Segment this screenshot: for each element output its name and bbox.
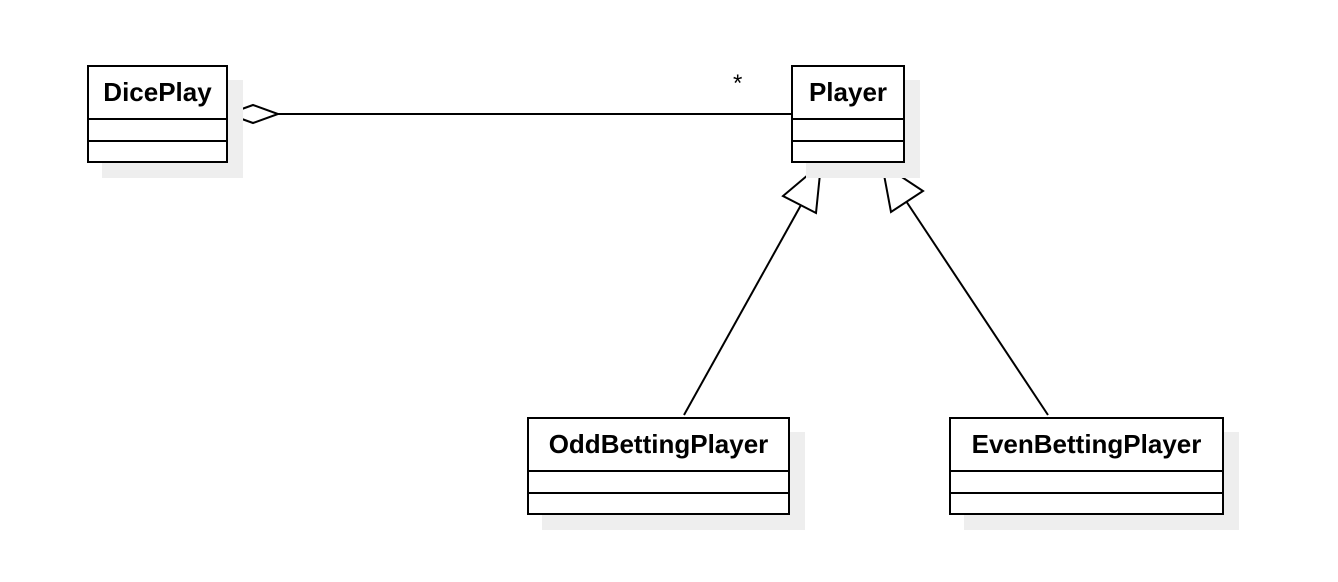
class-attributes-section [89,120,226,142]
generalization-arrowhead-icon [880,161,925,214]
class-box-player[interactable]: Player [791,65,905,163]
class-box-diceplay[interactable]: DicePlay [87,65,228,163]
class-box-oddbettingplayer[interactable]: OddBettingPlayer [527,417,790,515]
class-operations-section [529,494,788,513]
aggregation-diamond-icon [225,103,281,125]
class-operations-section [951,494,1222,513]
generalization-line-even [905,200,1049,416]
class-name-evenbettingplayer: EvenBettingPlayer [951,419,1222,472]
class-box-evenbettingplayer[interactable]: EvenBettingPlayer [949,417,1224,515]
class-name-oddbettingplayer: OddBettingPlayer [529,419,788,472]
class-name-diceplay: DicePlay [89,67,226,120]
multiplicity-label: * [733,70,743,97]
class-name-player: Player [793,67,903,120]
generalization-arrowhead-icon [781,161,823,215]
class-operations-section [89,142,226,161]
generalization-line-odd [683,204,802,416]
class-attributes-section [951,472,1222,494]
class-attributes-section [793,120,903,142]
class-attributes-section [529,472,788,494]
class-operations-section [793,142,903,161]
